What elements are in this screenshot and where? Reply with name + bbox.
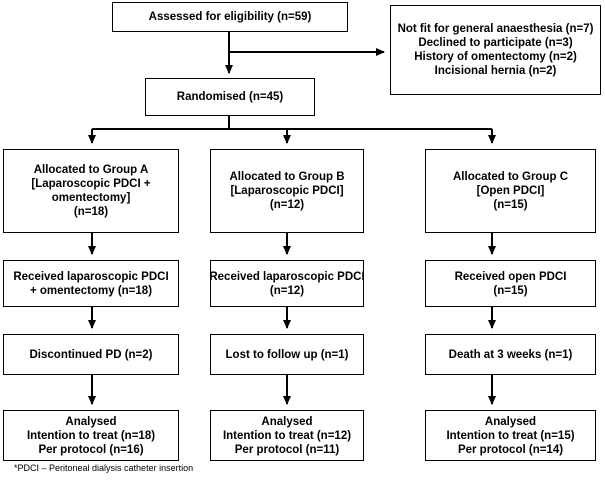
excluded-item: Incisional hernia (n=2) bbox=[434, 65, 557, 77]
assessed-box: Assessed for eligibility (n=59) bbox=[112, 2, 348, 32]
allocation-line: omentectomy] bbox=[51, 192, 131, 204]
allocation-line: [Open PDCI] bbox=[476, 185, 545, 197]
followup-text: Death at 3 weeks (n=1) bbox=[448, 348, 573, 361]
group-b-received-box: Received laparoscopic PDCI (n=12) bbox=[209, 260, 365, 307]
group-c-allocation-box: Allocated to Group C [Open PDCI] (n=15) bbox=[425, 149, 596, 233]
group-a-analysed-box: Analysed Intention to treat (n=18) Per p… bbox=[3, 410, 179, 461]
allocation-line: (n=18) bbox=[73, 206, 109, 218]
allocation-line: [Laparoscopic PDCI] bbox=[230, 185, 344, 197]
allocation-line: (n=12) bbox=[269, 199, 305, 211]
excluded-box: Not fit for general anaesthesia (n=7) De… bbox=[390, 5, 601, 95]
group-c-received-box: Received open PDCI (n=15) bbox=[425, 260, 596, 307]
received-line: Received laparoscopic PDCI bbox=[209, 270, 365, 283]
group-c-followup-box: Death at 3 weeks (n=1) bbox=[425, 334, 596, 375]
randomised-text: Randomised (n=45) bbox=[176, 91, 284, 103]
allocation-line: [Laparoscopic PDCI + bbox=[31, 178, 151, 190]
received-line: (n=12) bbox=[269, 284, 305, 297]
excluded-item: Declined to participate (n=3) bbox=[418, 37, 573, 49]
analysed-itt: Intention to treat (n=15) bbox=[446, 429, 575, 442]
group-a-allocation-box: Allocated to Group A [Laparoscopic PDCI … bbox=[3, 149, 179, 233]
group-a-followup-box: Discontinued PD (n=2) bbox=[3, 334, 179, 375]
analysed-title: Analysed bbox=[65, 415, 117, 428]
received-line: (n=15) bbox=[493, 284, 528, 297]
randomised-box: Randomised (n=45) bbox=[145, 78, 315, 116]
received-line: Received open PDCI bbox=[454, 270, 567, 283]
received-line: Received laparoscopic PDCI bbox=[13, 270, 169, 283]
excluded-item: History of omentectomy (n=2) bbox=[414, 51, 577, 63]
group-c-analysed-box: Analysed Intention to treat (n=15) Per p… bbox=[425, 410, 596, 461]
group-b-analysed-box: Analysed Intention to treat (n=12) Per p… bbox=[210, 410, 364, 461]
analysed-pp: Per protocol (n=16) bbox=[38, 443, 144, 456]
analysed-title: Analysed bbox=[261, 415, 313, 428]
analysed-title: Analysed bbox=[484, 415, 537, 428]
group-b-allocation-box: Allocated to Group B [Laparoscopic PDCI]… bbox=[210, 149, 364, 233]
excluded-item: Not fit for general anaesthesia (n=7) bbox=[397, 23, 594, 35]
assessed-text: Assessed for eligibility (n=59) bbox=[148, 11, 312, 23]
allocation-line: Allocated to Group C bbox=[453, 171, 568, 183]
analysed-itt: Intention to treat (n=12) bbox=[222, 429, 352, 442]
allocation-line: (n=15) bbox=[493, 199, 528, 211]
footnote: *PDCI – Peritoneal dialysis catheter ins… bbox=[14, 463, 194, 473]
allocation-line: Allocated to Group B bbox=[229, 171, 345, 183]
analysed-pp: Per protocol (n=14) bbox=[457, 443, 564, 456]
analysed-itt: Intention to treat (n=18) bbox=[26, 429, 156, 442]
followup-text: Discontinued PD (n=2) bbox=[29, 348, 153, 361]
group-b-followup-box: Lost to follow up (n=1) bbox=[210, 334, 364, 375]
group-a-received-box: Received laparoscopic PDCI + omentectomy… bbox=[3, 260, 179, 307]
analysed-pp: Per protocol (n=11) bbox=[234, 443, 340, 456]
allocation-line: Allocated to Group A bbox=[33, 164, 149, 176]
followup-text: Lost to follow up (n=1) bbox=[225, 348, 349, 361]
received-line: + omentectomy (n=18) bbox=[29, 284, 153, 297]
